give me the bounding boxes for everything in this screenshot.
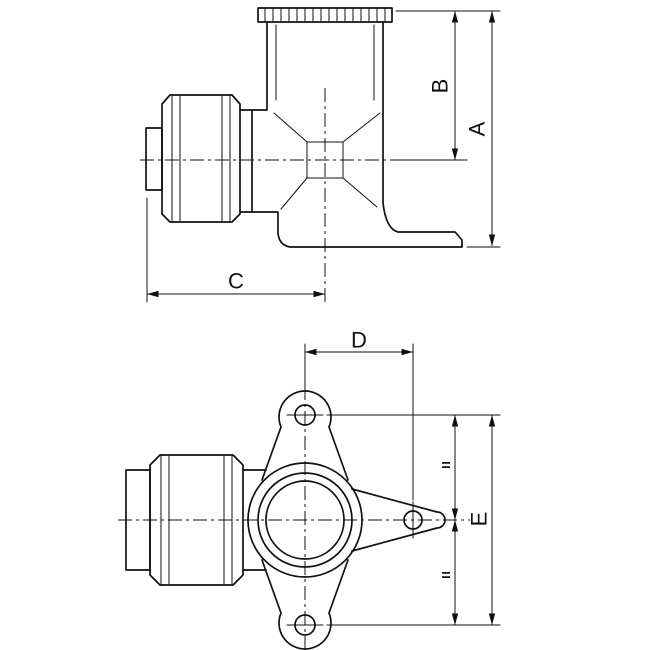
dim-a-label: A — [465, 121, 490, 136]
compression-nut-side — [161, 94, 241, 223]
thread-collar — [257, 7, 393, 23]
body-right-flange-outline — [239, 21, 463, 248]
front-view: D E = = — [118, 328, 501, 650]
dim-e-label: E — [467, 512, 492, 527]
dim-d-label: D — [351, 328, 367, 353]
nut-facet-lines — [171, 95, 231, 222]
nut-end-cap — [145, 127, 163, 191]
thread-bore-lines — [275, 24, 375, 101]
inner-fillet-lines — [273, 112, 381, 210]
collar-knurl-hatch — [264, 8, 386, 22]
body-left-outline — [239, 21, 268, 111]
equal-mark-top: = — [441, 458, 450, 475]
equal-mark-bottom: = — [441, 568, 450, 585]
dim-c-label: C — [228, 269, 244, 294]
side-view: B A C — [140, 7, 501, 303]
nut-neck-lines — [242, 469, 267, 571]
dim-b-label: B — [428, 79, 453, 94]
